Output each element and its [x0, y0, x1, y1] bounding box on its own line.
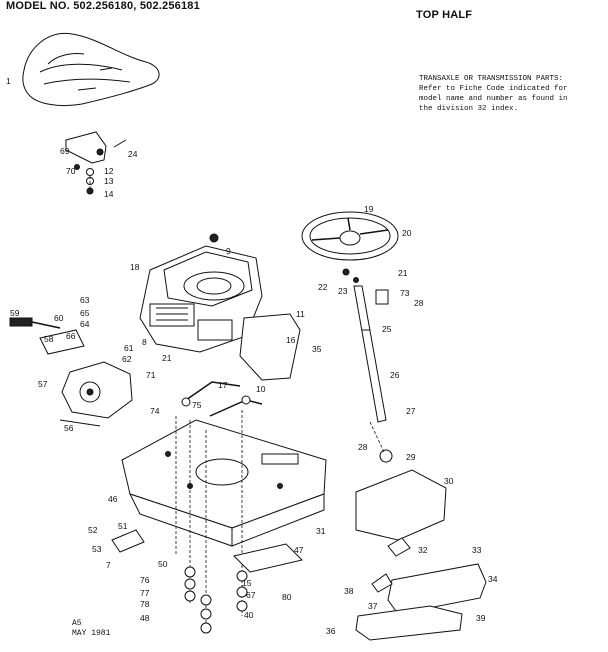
- callout-28: 28: [414, 298, 424, 308]
- callout-21: 21: [398, 268, 408, 278]
- callout-38: 38: [344, 586, 354, 596]
- footer-code: A5: [72, 619, 82, 628]
- callout-21-engine: 21: [162, 353, 172, 363]
- callout-80: 80: [282, 592, 292, 602]
- seat-hinge-bracket-part: [65, 131, 127, 195]
- callout-14: 14: [104, 189, 114, 199]
- callout-1: 1: [6, 76, 11, 86]
- callout-73: 73: [400, 288, 410, 298]
- callout-53: 53: [92, 544, 102, 554]
- callout-58: 58: [44, 334, 54, 344]
- callout-74: 74: [150, 406, 160, 416]
- callout-25: 25: [382, 324, 392, 334]
- callout-50: 50: [158, 559, 168, 569]
- callout-26: 26: [390, 370, 400, 380]
- callout-62: 62: [122, 354, 132, 364]
- callout-52: 52: [88, 525, 98, 535]
- callout-71: 71: [146, 370, 156, 380]
- front-bumper-part: [355, 605, 463, 641]
- section-title: TOP HALF: [416, 9, 473, 21]
- callout-8: 8: [142, 337, 147, 347]
- callout-69: 69: [60, 146, 70, 156]
- callout-70: 70: [66, 166, 76, 176]
- callout-59: 59: [10, 308, 20, 318]
- model-number-heading: MODEL NO. 502.256180, 502.256181: [6, 0, 200, 12]
- transaxle-part: [59, 361, 133, 427]
- callout-33: 33: [472, 545, 482, 555]
- callout-56: 56: [64, 423, 74, 433]
- footer-date: MAY 1981: [72, 629, 111, 638]
- seat-part: [22, 32, 160, 107]
- seat-support-part: [355, 469, 447, 541]
- callout-57: 57: [38, 379, 48, 389]
- callout-19-wheel: 19: [364, 204, 374, 214]
- callout-60: 60: [54, 313, 64, 323]
- callout-37: 37: [368, 601, 378, 611]
- callout-61: 61: [124, 343, 134, 353]
- callout-75: 75: [192, 400, 202, 410]
- callout-31: 31: [316, 526, 326, 536]
- steering-shaft-part: [353, 285, 393, 463]
- callout-29: 29: [406, 452, 416, 462]
- callout-17: 17: [218, 380, 228, 390]
- engine-part: [139, 233, 263, 353]
- callout-65: 65: [80, 308, 90, 318]
- callout-64: 64: [80, 319, 90, 329]
- callout-47: 47: [294, 545, 304, 555]
- note-line-1: TRANSAXLE OR TRANSMISSION PARTS:: [419, 75, 564, 83]
- callout-39: 39: [476, 613, 486, 623]
- callout-22: 22: [318, 282, 328, 292]
- engine-mount-plate-part: [239, 313, 301, 381]
- callout-36: 36: [326, 626, 336, 636]
- bottom-hardware-part: [111, 529, 411, 634]
- callout-32: 32: [418, 545, 428, 555]
- callout-7: 7: [106, 560, 111, 570]
- callout-28-lower: 28: [358, 442, 368, 452]
- note-line-2: Refer to Fiche Code indicated for: [419, 85, 568, 93]
- callout-27: 27: [406, 406, 416, 416]
- callout-78: 78: [140, 599, 150, 609]
- callout-34: 34: [488, 574, 498, 584]
- callout-15: 15: [242, 578, 252, 588]
- callout-63: 63: [80, 295, 90, 305]
- callout-48: 48: [140, 613, 150, 623]
- callout-9: 9: [226, 246, 231, 256]
- callout-labels: 1 69 70 24 12 13 14 19 20 21 22 23 73 28…: [6, 76, 498, 636]
- chassis-frame-part: [121, 419, 327, 547]
- callout-46: 46: [108, 494, 118, 504]
- brake-linkage-part: [181, 381, 263, 417]
- callout-16: 16: [286, 335, 296, 345]
- steering-wheel-part: [301, 211, 399, 283]
- callout-51: 51: [118, 521, 128, 531]
- callout-13: 13: [104, 176, 114, 186]
- callout-67: 67: [246, 590, 256, 600]
- callout-20: 20: [402, 228, 412, 238]
- callout-24: 24: [128, 149, 138, 159]
- callout-30: 30: [444, 476, 454, 486]
- callout-11: 11: [296, 309, 305, 319]
- callout-18: 18: [130, 262, 140, 272]
- callout-77: 77: [140, 588, 150, 598]
- front-apron-part: [387, 563, 487, 615]
- callout-10: 10: [256, 384, 266, 394]
- callout-12: 12: [104, 166, 114, 176]
- callout-40: 40: [244, 610, 254, 620]
- callout-76: 76: [140, 575, 150, 585]
- callout-35: 35: [312, 344, 322, 354]
- shift-lever-part: [9, 317, 85, 355]
- callout-23: 23: [338, 286, 348, 296]
- note-line-4: the division 32 index.: [419, 105, 519, 113]
- note-line-3: model name and number as found in: [419, 95, 568, 103]
- callout-66: 66: [66, 331, 76, 341]
